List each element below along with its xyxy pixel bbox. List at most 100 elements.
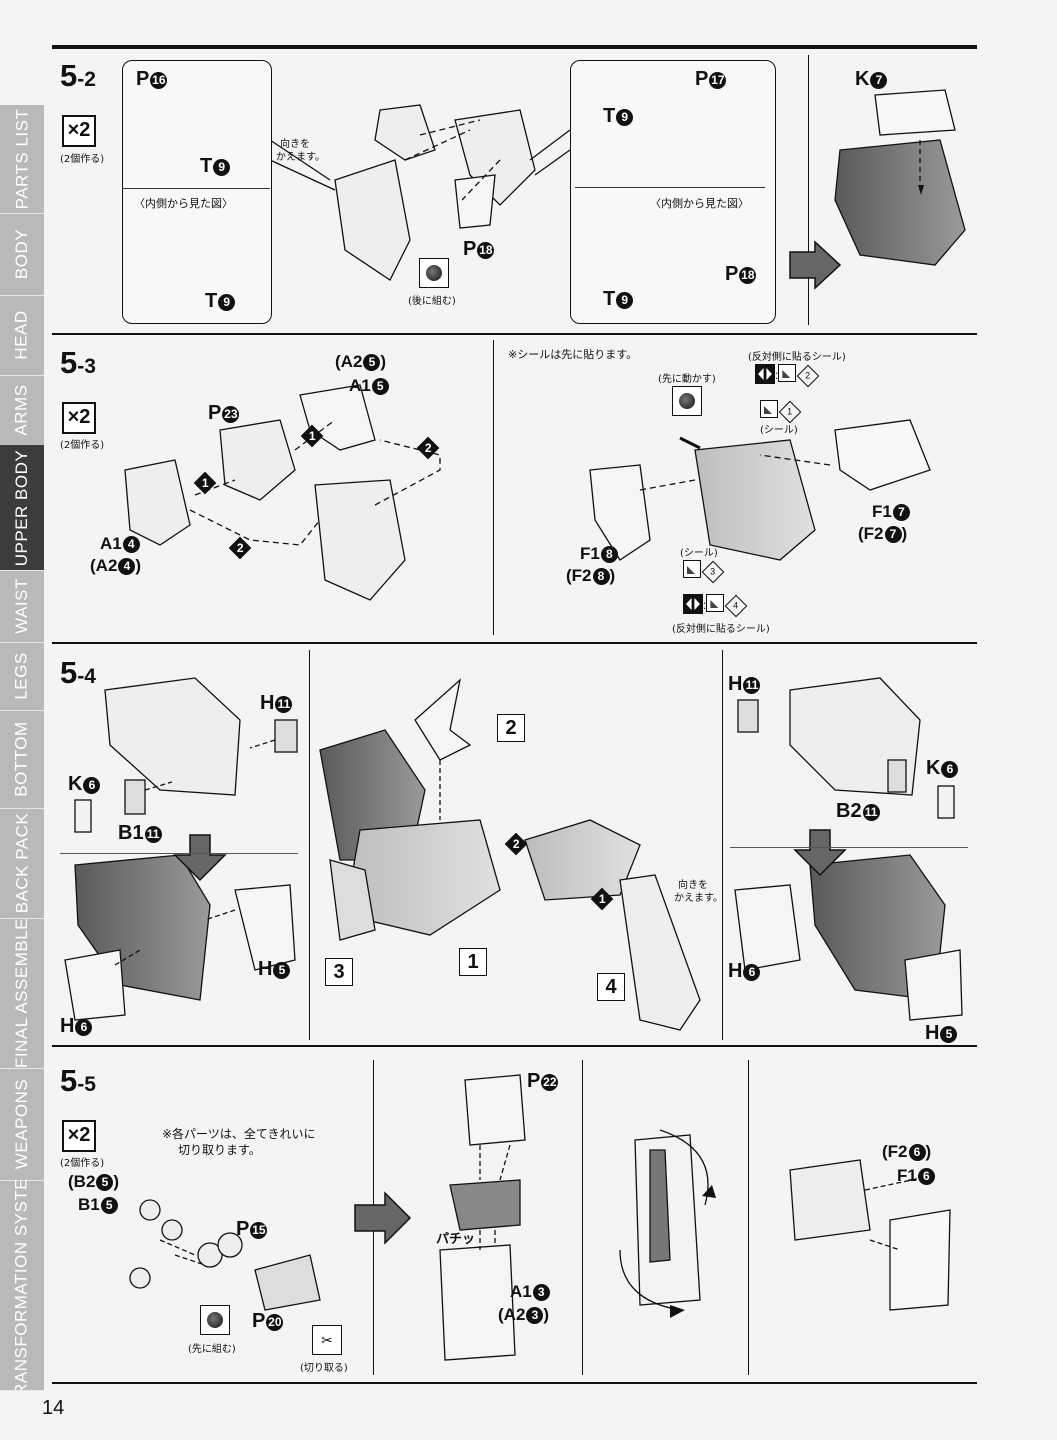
part-letter: F1 [897, 1166, 917, 1185]
tab-weapons[interactable]: WEAPONS [0, 1068, 44, 1181]
sticker-number-text: 1 [787, 406, 793, 417]
turn-note: かえます。 [674, 893, 723, 904]
tab-body[interactable]: BODY [0, 213, 44, 296]
order-mark: 2 [228, 536, 252, 560]
step-major: 5 [60, 1063, 78, 1098]
part-letter: T [205, 290, 218, 312]
step-major: 5 [60, 58, 78, 93]
part-letter: (B2 [68, 1172, 96, 1191]
part-letter: T [603, 105, 616, 127]
part-number: 3 [532, 1284, 550, 1301]
quantity-badge: ×2 [62, 1120, 96, 1152]
sticker-number-text: 4 [733, 600, 739, 611]
tab-upper-body[interactable]: UPPER BODY [0, 445, 44, 571]
order-number: 2 [236, 541, 244, 555]
part-letter: (F2 [882, 1142, 908, 1161]
turn-note: 向きを [280, 139, 310, 150]
order-mark: 2 [416, 436, 440, 460]
quantity-note: (2個作る) [60, 1158, 105, 1169]
tab-waist[interactable]: WAIST [0, 570, 44, 643]
tab-label: UPPER BODY [12, 449, 32, 566]
top-rule [52, 45, 977, 49]
section-divider [52, 333, 977, 335]
assembly-ref-1: 1 [459, 948, 487, 976]
assemble-first-note: (先に組む) [188, 1344, 236, 1355]
colon: : [775, 368, 779, 382]
part-number: 11 [743, 677, 761, 694]
tab-label: BODY [12, 228, 31, 280]
part-number: 5 [100, 1197, 118, 1214]
inner-view-caption: 〈内側から見た図〉 [650, 197, 749, 210]
order-mark: 1 [193, 471, 217, 495]
tab-bottom[interactable]: BOTTOM [0, 710, 44, 809]
part-letter: K [855, 68, 870, 90]
order-number: 1 [598, 892, 606, 906]
order-number: 2 [512, 837, 520, 851]
part-letter: F1 [872, 502, 892, 521]
step-number-5-5: 5-5 [60, 1063, 96, 1099]
part-letter: H [925, 1022, 940, 1044]
tab-label: WEAPONS [12, 1078, 31, 1170]
part-letter: A1 [510, 1282, 532, 1301]
tab-arms[interactable]: ARMS [0, 375, 44, 446]
part-letter: K [926, 757, 941, 779]
sticker-icon [683, 560, 701, 578]
part-letter: A1 [349, 376, 371, 395]
part-letter: P [695, 68, 709, 90]
tab-label: HEAD [12, 310, 32, 360]
tab-head[interactable]: HEAD [0, 295, 44, 376]
part-number: 6 [83, 777, 101, 794]
part-number: 6 [908, 1144, 926, 1161]
part-letter: (F2 [566, 566, 592, 585]
tab-back-pack[interactable]: BACK PACK [0, 808, 44, 919]
part-number: 5 [371, 378, 389, 395]
part-number: 16 [150, 72, 168, 89]
bottom-rule [52, 1382, 977, 1384]
tab-parts-list[interactable]: PARTS LIST [0, 105, 44, 214]
move-first-icon [672, 386, 702, 416]
part-letter: H [728, 960, 743, 982]
sidebar-nav: PARTS LIST BODY HEAD ARMS UPPER BODY WAI… [0, 105, 44, 1391]
part-number: 7 [884, 526, 902, 543]
part-number: 4 [122, 536, 140, 553]
later-assemble-note: (後に組む) [408, 296, 456, 307]
order-mark: 2 [504, 832, 528, 856]
tab-final-assemble[interactable]: FINAL ASSEMBLE [0, 918, 44, 1069]
part-number: 5 [96, 1174, 114, 1191]
step-minor: -2 [77, 68, 96, 91]
part-number: 9 [616, 292, 634, 309]
tab-legs[interactable]: LEGS [0, 642, 44, 711]
tab-transformation-system[interactable]: TRANSFORMATION SYSTEM [0, 1180, 44, 1391]
part-number: 11 [862, 804, 880, 821]
part-letter: B1 [78, 1195, 100, 1214]
panel-divider [309, 650, 310, 1040]
callout-divider [122, 188, 270, 189]
turn-note: 向きを [678, 880, 708, 891]
part-letter: P [236, 1218, 250, 1240]
sticker-ref-3: 3 [683, 560, 725, 584]
part-letter: F1 [580, 544, 600, 563]
part-number: 18 [739, 267, 757, 284]
part-letter: K [68, 773, 83, 795]
sticker-icon [706, 594, 725, 612]
sticker-number-text: 2 [805, 370, 811, 381]
step-minor: -4 [77, 665, 96, 688]
